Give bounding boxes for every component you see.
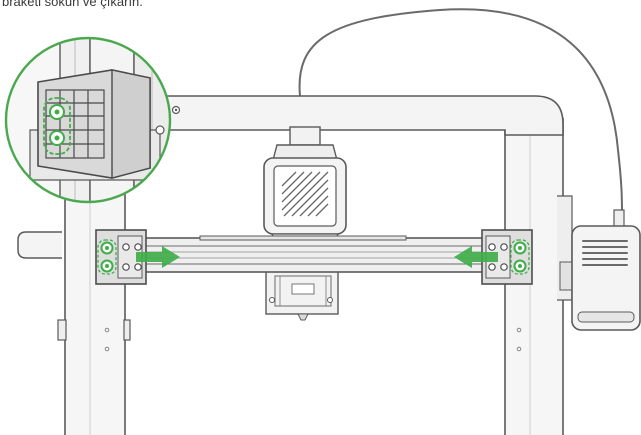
arrow-right-icon (454, 246, 498, 268)
arrow-left-icon (136, 246, 180, 268)
print-head-vent-icon (281, 171, 329, 217)
magnified-detail (4, 36, 172, 204)
magnifier-ring (4, 36, 172, 204)
sensor-vent-icon (582, 240, 628, 266)
top-crossbar (159, 95, 564, 136)
left-bracket-screws (97, 239, 117, 275)
magnified-bracket-screws (43, 97, 71, 155)
filament-sensor (571, 209, 641, 331)
instruction-text: braketi sökün ve çıkarın. (2, 0, 143, 9)
left-side-handle (17, 231, 62, 259)
print-head (263, 126, 347, 321)
left-column (57, 170, 131, 435)
right-bracket-screws (510, 239, 530, 275)
x-axis-rail (129, 235, 487, 273)
filament-cable (298, 8, 623, 215)
